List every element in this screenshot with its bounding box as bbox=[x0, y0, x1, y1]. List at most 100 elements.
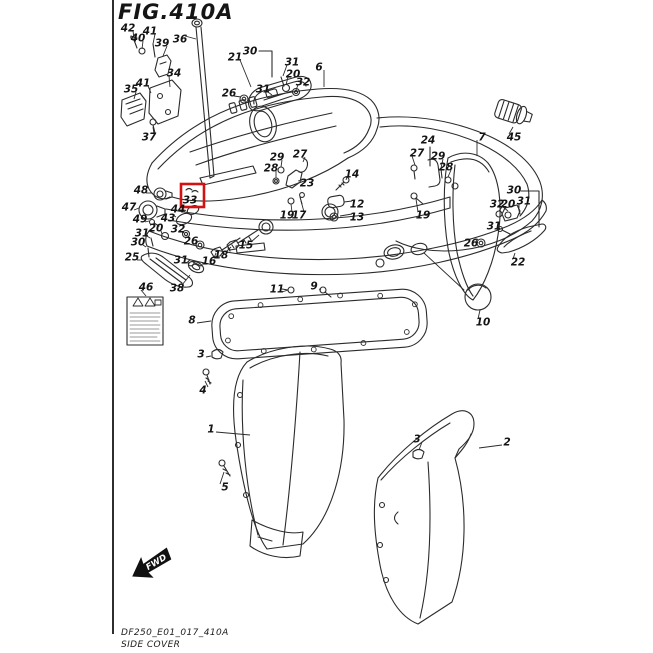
leader-line-19 bbox=[415, 198, 419, 213]
part-label-27[interactable]: 27 bbox=[293, 149, 308, 161]
leader-line-41 bbox=[147, 85, 152, 94]
leader-line-11 bbox=[281, 289, 289, 293]
part-label-30[interactable]: 30 bbox=[243, 46, 258, 58]
part-label-31[interactable]: 31 bbox=[256, 84, 271, 96]
part-label-20[interactable]: 20 bbox=[149, 223, 164, 235]
leader-line-15 bbox=[250, 234, 260, 243]
part-label-46[interactable]: 46 bbox=[138, 282, 154, 294]
leader-line-43 bbox=[172, 214, 177, 218]
part-label-20[interactable]: 20 bbox=[286, 69, 301, 81]
part-label-19[interactable]: 19 bbox=[280, 210, 295, 222]
drawing-code: DF250_E01_017_410A bbox=[121, 628, 229, 638]
part-label-31[interactable]: 31 bbox=[487, 221, 502, 233]
part-label-29[interactable]: 29 bbox=[270, 152, 285, 164]
part-label-1[interactable]: 1 bbox=[207, 424, 214, 436]
part-label-32[interactable]: 32 bbox=[171, 224, 186, 236]
leader-line-31 bbox=[185, 260, 190, 264]
part-label-31[interactable]: 31 bbox=[135, 228, 150, 240]
part-label-3[interactable]: 3 bbox=[197, 349, 204, 361]
part-label-31[interactable]: 31 bbox=[174, 255, 189, 267]
part-label-4[interactable]: 4 bbox=[198, 385, 206, 397]
part-label-31[interactable]: 31 bbox=[285, 57, 300, 69]
part-label-37[interactable]: 37 bbox=[142, 132, 157, 144]
leader-line-2 bbox=[478, 444, 503, 449]
part-label-32[interactable]: 32 bbox=[490, 199, 505, 211]
part-label-19[interactable]: 19 bbox=[416, 210, 431, 222]
part-label-20[interactable]: 20 bbox=[501, 199, 516, 211]
part-label-39[interactable]: 39 bbox=[155, 38, 170, 50]
part-label-23[interactable]: 23 bbox=[300, 178, 315, 190]
leader-line-13 bbox=[339, 213, 353, 217]
leader-line-29 bbox=[280, 159, 283, 168]
part-label-30[interactable]: 30 bbox=[507, 185, 522, 197]
diagram-artwork bbox=[120, 18, 547, 625]
part-label-3[interactable]: 3 bbox=[413, 434, 420, 446]
part-label-41[interactable]: 41 bbox=[142, 26, 158, 38]
part-label-27[interactable]: 27 bbox=[410, 148, 425, 160]
part-label-40[interactable]: 40 bbox=[130, 33, 146, 45]
part-label-26[interactable]: 26 bbox=[222, 88, 237, 100]
leader-line-19 bbox=[290, 203, 293, 213]
leader-line-28 bbox=[447, 169, 452, 178]
part-label-5[interactable]: 5 bbox=[221, 482, 228, 494]
part-label-47[interactable]: 47 bbox=[121, 202, 137, 214]
leader-line-31 bbox=[282, 64, 288, 77]
part-label-13[interactable]: 13 bbox=[350, 212, 365, 224]
left-grommet-cluster bbox=[138, 187, 205, 274]
part-label-17[interactable]: 17 bbox=[292, 210, 307, 222]
leader-line-31 bbox=[267, 91, 273, 96]
warning-label-part-46 bbox=[126, 296, 164, 346]
part-label-22[interactable]: 22 bbox=[511, 257, 526, 269]
part-label-48[interactable]: 48 bbox=[133, 185, 149, 197]
part-label-30[interactable]: 30 bbox=[131, 237, 146, 249]
leader-line-41 bbox=[152, 33, 156, 45]
leader-line-3 bbox=[418, 441, 423, 451]
part-label-42[interactable]: 42 bbox=[120, 23, 136, 35]
part-label-10[interactable]: 10 bbox=[476, 317, 491, 329]
part-label-25[interactable]: 25 bbox=[125, 252, 140, 264]
part-label-28[interactable]: 28 bbox=[264, 163, 279, 175]
part-label-9[interactable]: 9 bbox=[310, 281, 317, 293]
leader-line-22 bbox=[512, 252, 516, 260]
part-label-18[interactable]: 18 bbox=[214, 250, 229, 262]
part-label-21[interactable]: 21 bbox=[228, 52, 243, 64]
part-label-31[interactable]: 31 bbox=[517, 196, 532, 208]
part-label-35[interactable]: 35 bbox=[124, 84, 139, 96]
part-label-33[interactable]: 33 bbox=[183, 195, 198, 207]
right-bracket-hardware bbox=[410, 146, 459, 205]
part-label-26[interactable]: 26 bbox=[184, 236, 199, 248]
part-label-12[interactable]: 12 bbox=[350, 199, 365, 211]
part-label-28[interactable]: 28 bbox=[439, 162, 454, 174]
leader-line-1 bbox=[215, 431, 251, 436]
lower-cover-part-2 bbox=[373, 410, 475, 625]
part-label-32[interactable]: 32 bbox=[296, 77, 311, 89]
part-label-29[interactable]: 29 bbox=[431, 151, 446, 163]
part-label-36[interactable]: 36 bbox=[173, 34, 188, 46]
part-label-44[interactable]: 44 bbox=[170, 204, 186, 216]
part-label-14[interactable]: 14 bbox=[345, 169, 360, 181]
fwd-arrow: FWD bbox=[132, 547, 172, 578]
part-label-34[interactable]: 34 bbox=[167, 68, 182, 80]
part-label-24[interactable]: 24 bbox=[421, 135, 436, 147]
part-label-8[interactable]: 8 bbox=[188, 315, 195, 327]
leader-line-31 bbox=[146, 235, 151, 239]
part-label-16[interactable]: 16 bbox=[202, 256, 217, 268]
part-label-15[interactable]: 15 bbox=[239, 240, 254, 252]
part-label-38[interactable]: 38 bbox=[170, 283, 185, 295]
part-label-2[interactable]: 2 bbox=[503, 437, 510, 449]
leader-line-45 bbox=[508, 126, 514, 135]
part-label-41[interactable]: 41 bbox=[135, 78, 151, 90]
part-label-11[interactable]: 11 bbox=[270, 284, 285, 296]
highlight-box-part-33[interactable] bbox=[179, 182, 206, 209]
part-label-43[interactable]: 43 bbox=[160, 213, 176, 225]
part-label-49[interactable]: 49 bbox=[132, 214, 148, 226]
part-label-45[interactable]: 45 bbox=[506, 132, 522, 144]
part-label-6[interactable]: 6 bbox=[315, 62, 322, 74]
leader-line-9 bbox=[318, 288, 322, 291]
part-label-26[interactable]: 26 bbox=[464, 238, 479, 250]
leader-line-20 bbox=[160, 230, 163, 235]
leader-line-49 bbox=[144, 220, 150, 223]
center-hardware bbox=[210, 157, 350, 298]
leader-line-38 bbox=[181, 274, 191, 286]
part-label-7[interactable]: 7 bbox=[478, 132, 486, 144]
